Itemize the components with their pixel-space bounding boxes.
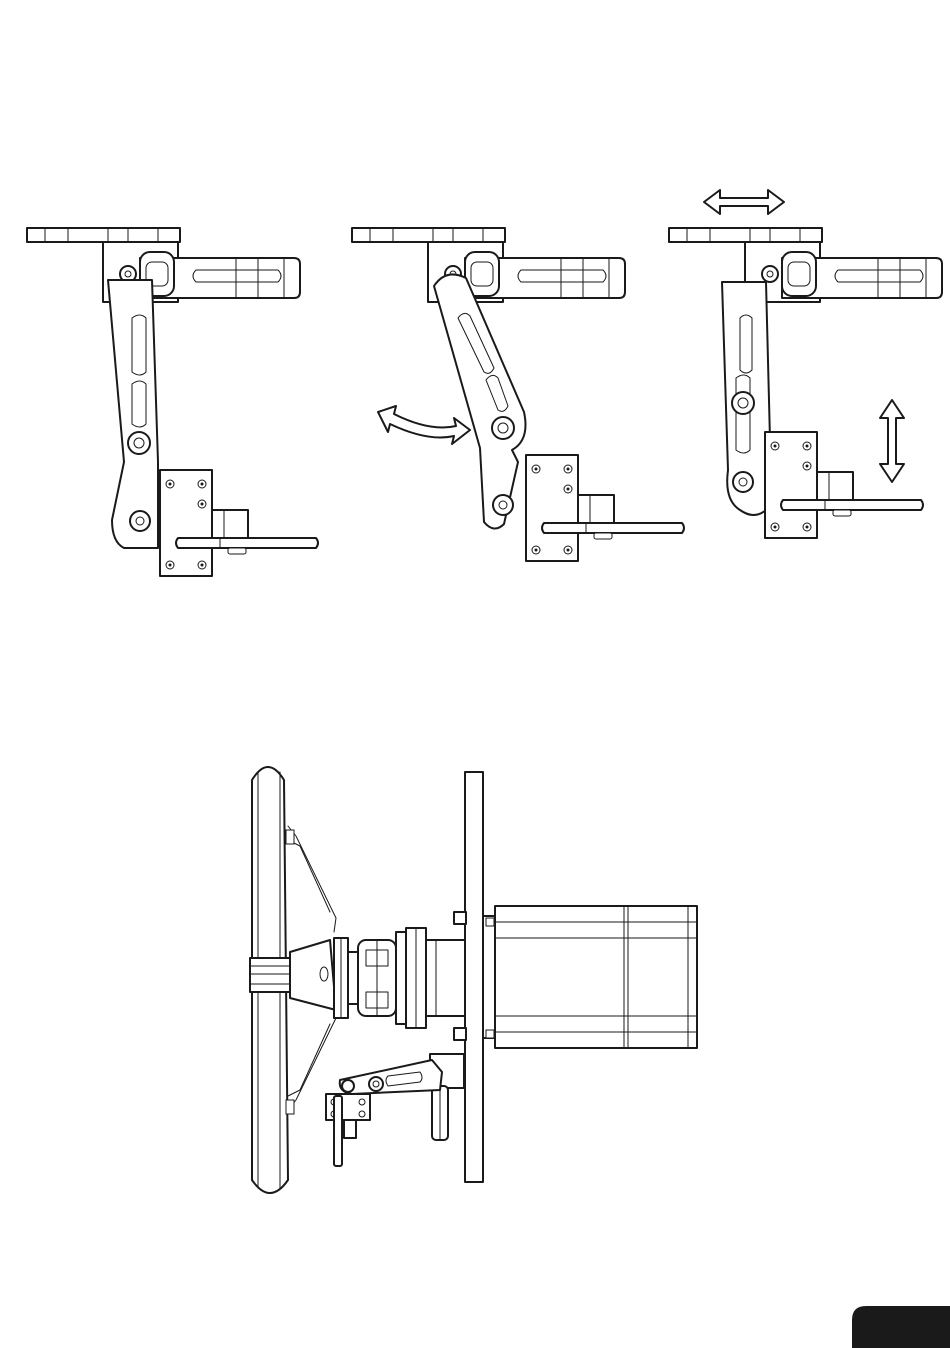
paddle-mount-assembly	[326, 1054, 464, 1166]
horizontal-double-arrow-icon	[704, 190, 784, 214]
paddle-mount-standard-position	[27, 228, 318, 576]
curved-double-arrow-icon	[378, 406, 470, 444]
steering-wheel-base-side-view	[250, 767, 697, 1193]
paddle-mount-rotated-arm	[352, 228, 684, 561]
quick-release-hub	[334, 928, 466, 1028]
page-corner-tab	[852, 1306, 950, 1348]
steering-wheel	[250, 767, 336, 1193]
vertical-double-arrow-icon	[880, 400, 904, 482]
motor-body	[483, 906, 697, 1048]
paddle-mount-slide-adjust	[669, 190, 942, 538]
